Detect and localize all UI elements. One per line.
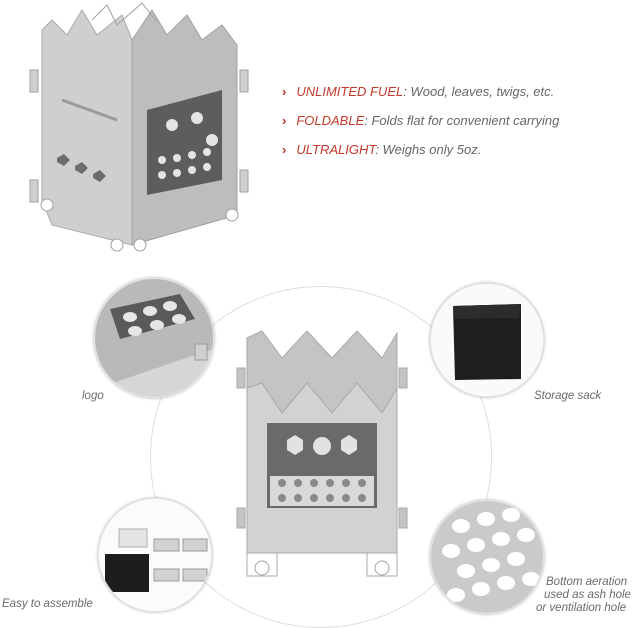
stove-center-image bbox=[232, 328, 412, 580]
aeration-circle bbox=[430, 500, 544, 614]
storage-caption: Storage sack bbox=[534, 390, 602, 402]
aeration-caption: Bottom aeration used as ash hole or vent… bbox=[536, 576, 631, 614]
feature-foldable: ›FOLDABLE: Folds flat for convenient car… bbox=[282, 113, 560, 128]
feature-unlimited-fuel: ›UNLIMITED FUEL: Wood, leaves, twigs, et… bbox=[282, 84, 555, 99]
logo-detail-circle bbox=[94, 278, 214, 398]
chevron-right-icon: › bbox=[282, 113, 287, 128]
storage-sack-circle bbox=[430, 283, 544, 397]
assemble-caption: Easy to assemble bbox=[2, 598, 93, 610]
stove-top-image bbox=[22, 0, 262, 265]
assemble-circle bbox=[98, 498, 212, 612]
chevron-right-icon: › bbox=[282, 142, 287, 157]
feature-ultralight: ›ULTRALIGHT: Weighs only 5oz. bbox=[282, 142, 482, 157]
chevron-right-icon: › bbox=[282, 84, 287, 99]
logo-caption: logo bbox=[82, 390, 104, 402]
